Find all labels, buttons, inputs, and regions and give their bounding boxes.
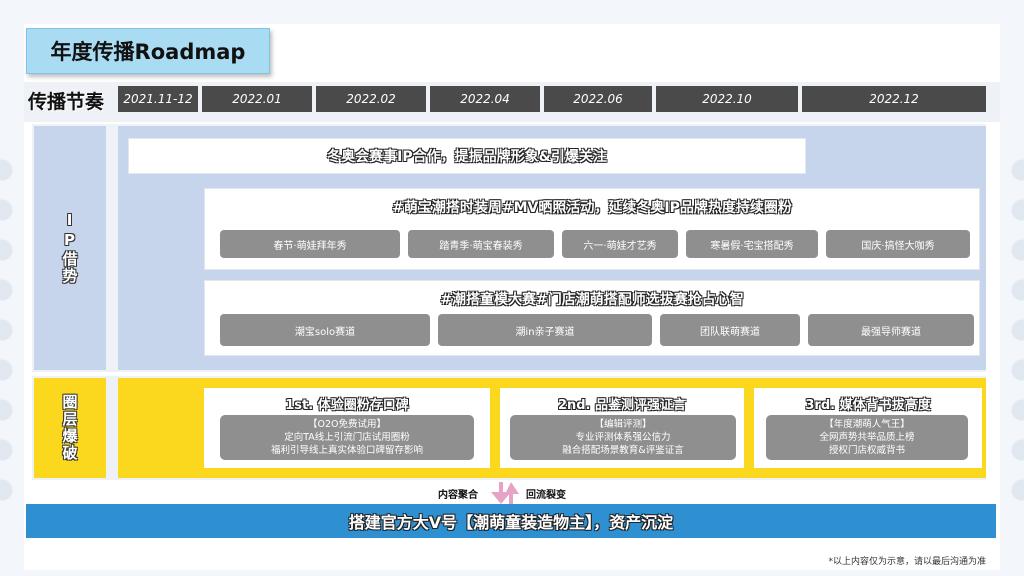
period-2022-04: 2022.04 [430,86,540,112]
circle-card-2: 2nd. 品鉴测评强证言 【编辑评测】 专业评测体系强公信力 融合搭配场景教育&… [500,388,744,468]
ip-banner-text: 冬奥会赛事IP合作，提振品牌形象&引爆关注 [327,149,607,165]
ip-section-label: IP借势 [34,126,106,370]
period-2022-01: 2022.01 [202,86,312,112]
pill-solo-track: 潮宝solo赛道 [220,314,430,346]
period-2022-02: 2022.02 [316,86,426,112]
ip-banner: 冬奥会赛事IP合作，提振品牌形象&引爆关注 [128,138,806,174]
circle-card-2-details: 【编辑评测】 专业评测体系强公信力 融合搭配场景教育&评鉴证言 [510,415,736,460]
slide: 年度传播Roadmap 传播节奏 2021.11-12 2022.01 2022… [24,24,1000,570]
pill-national-day: 国庆·搞怪大咖秀 [826,230,970,258]
bottom-banner: 搭建官方大V号【潮萌童装造物主】，资产沉淀 [26,504,996,538]
period-2021-11-12: 2021.11-12 [118,86,198,112]
bottom-banner-text: 搭建官方大V号【潮萌童装造物主】，资产沉淀 [348,513,674,532]
pill-summer-winter-holiday: 寒暑假·宅宝搭配秀 [686,230,818,258]
pill-spring-festival: 春节·萌娃拜年秀 [220,230,400,258]
circle-card-1-details: 【O2O免费试用】 定向TA线上引流门店试用圈粉 福利引导线上真实体验口碑留存影… [220,415,474,460]
circle-card-1: 1st. 体验圈粉存口碑 【O2O免费试用】 定向TA线上引流门店试用圈粉 福利… [204,388,490,468]
circle-section-label: 圈层爆破 [34,378,106,478]
pill-spring-outing: 踏青季·萌宝春装秀 [408,230,554,258]
period-2022-06: 2022.06 [544,86,652,112]
period-2022-10: 2022.10 [656,86,798,112]
circle-card-3-details: 【年度潮萌人气王】 全网声势共举品质上榜 授权门店权威背书 [766,415,968,460]
right-decoration [1002,150,1024,510]
circle-card-3: 3rd. 媒体背书拔高度 【年度潮萌人气王】 全网声势共举品质上榜 授权门店权威… [754,388,982,468]
circle-card-2-title: 2nd. 品鉴测评强证言 [557,398,687,413]
page-title: 年度传播Roadmap [26,28,270,74]
pill-mentor-track: 最强导师赛道 [808,314,974,346]
flow-label-fission: 回流裂变 [526,490,566,501]
pill-childrens-day: 六一·萌娃才艺秀 [562,230,678,258]
left-decoration [0,150,22,510]
circle-card-3-title: 3rd. 媒体背书拔高度 [805,398,931,413]
pill-team-track: 团队联萌赛道 [660,314,800,346]
footnote: *以上内容仅为示意，请以最后沟通为准 [828,557,986,567]
period-2022-12: 2022.12 [802,86,986,112]
ip-card-model-contest-title: #潮搭童模大赛#门店潮萌搭配师选拔赛抢占心智 [440,292,744,308]
flow-arrows-icon [491,482,519,504]
flow-label-aggregate: 内容聚合 [438,490,478,501]
circle-card-1-title: 1st. 体验圈粉存口碑 [285,398,409,413]
timeline-label: 传播节奏 [28,90,105,113]
ip-card-fashion-week-title: #萌宝潮搭时装周#MV晒照活动，延续冬奥IP品牌热度持续圈粉 [392,200,792,216]
pill-parent-child-track: 潮in亲子赛道 [438,314,652,346]
